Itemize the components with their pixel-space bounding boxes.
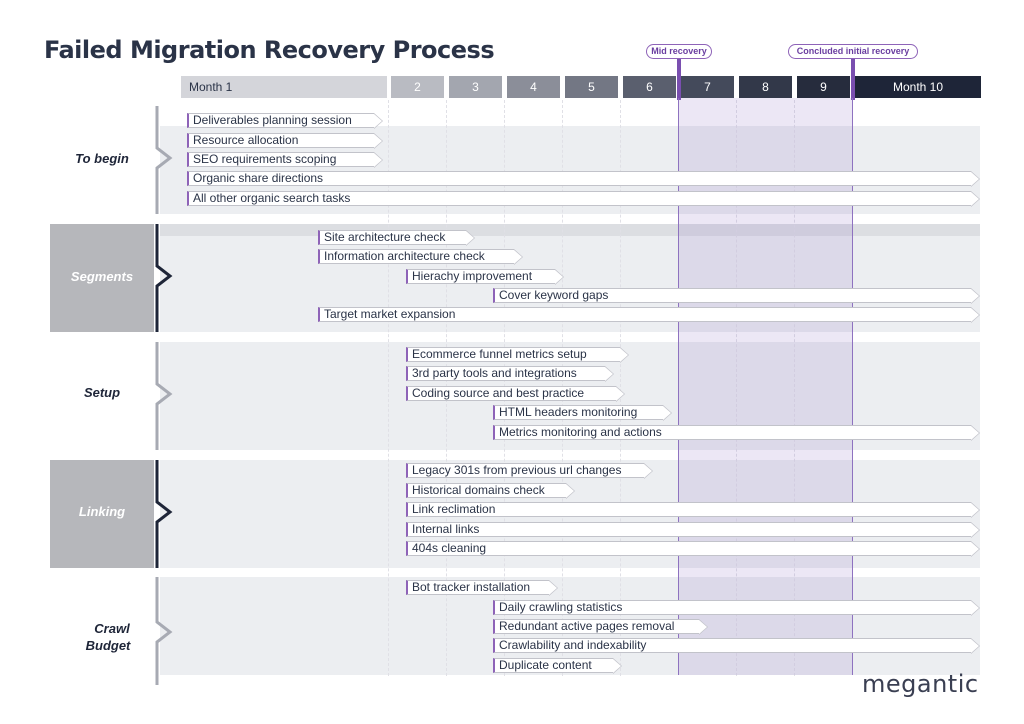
task-deliverables-planning-session: Deliverables planning session [187,113,383,129]
task-information-architecture-check: Information architecture check [318,249,523,265]
month-header-6: 6 [623,76,676,98]
bracket-linking [155,460,173,568]
task-organic-share-directions: Organic share directions [187,171,980,187]
task-internal-links: Internal links [406,522,980,538]
task-legacy-301s: Legacy 301s from previous url changes [406,463,653,479]
task-cover-keyword-gaps: Cover keyword gaps [493,288,980,304]
bracket-crawl-budget [155,577,173,685]
task-duplicate-content: Duplicate content [493,658,622,674]
section-label-setup: Setup [83,385,121,400]
task-redundant-active-pages-removal: Redundant active pages removal [493,619,708,635]
bracket-setup [155,342,173,450]
task-seo-requirements-scoping: SEO requirements scoping [187,152,383,168]
milestone-concluded-pin [851,59,855,100]
section-label-segments: Segments [70,269,134,284]
task-3rd-party-tools-and-integrations: 3rd party tools and integrations [406,366,614,382]
section-brackets [155,106,173,685]
page-title: Failed Migration Recovery Process [44,36,495,64]
task-site-architecture-check: Site architecture check [318,230,475,246]
month-header-9: 9 [797,76,850,98]
milestone-mid-pin [677,59,681,100]
section-label-crawl: Crawl [94,621,130,636]
task-daily-crawling-statistics: Daily crawling statistics [493,600,980,616]
month-header-7: 7 [681,76,734,98]
bracket-to-begin [155,106,173,214]
month-header-1: Month 1 [181,76,387,98]
month-guide [736,100,737,676]
task-bot-tracker-installation: Bot tracker installation [406,580,558,596]
section-label-to-begin: To begin [75,151,129,166]
month-guide [794,100,795,676]
brand-logo: megantic [862,670,979,698]
month-header-5: 5 [565,76,618,98]
task-ecommerce-funnel-metrics-setup: Ecommerce funnel metrics setup [406,347,629,363]
task-404s-cleaning: 404s cleaning [406,541,980,557]
month-header-8: 8 [739,76,792,98]
task-target-market-expansion: Target market expansion [318,307,980,323]
task-hierachy-improvement: Hierachy improvement [406,269,564,285]
task-metrics-monitoring-and-actions: Metrics monitoring and actions [493,425,980,441]
milestone-concluded-recovery: Concluded initial recovery [788,44,918,59]
task-crawlability-and-indexability: Crawlability and indexability [493,638,980,654]
month-header-2: 2 [391,76,444,98]
task-all-other-organic-search-tasks: All other organic search tasks [187,191,980,207]
task-resource-allocation: Resource allocation [187,133,383,149]
section-label-linking: Linking [78,504,126,519]
month-guide [388,100,389,676]
task-historical-domains-check: Historical domains check [406,483,575,499]
task-html-headers-monitoring: HTML headers monitoring [493,405,672,421]
linking-label-box [50,460,154,568]
month-header-4: 4 [507,76,560,98]
task-coding-source-and-best-practice: Coding source and best practice [406,386,625,402]
bracket-segments [155,224,173,332]
milestone-mid-recovery: Mid recovery [646,44,712,59]
task-link-reclimation: Link reclimation [406,502,980,518]
section-label-budget: Budget [85,638,131,653]
month-header-3: 3 [449,76,502,98]
segments-label-box [50,224,154,332]
month-header-10: Month 10 [855,76,981,98]
